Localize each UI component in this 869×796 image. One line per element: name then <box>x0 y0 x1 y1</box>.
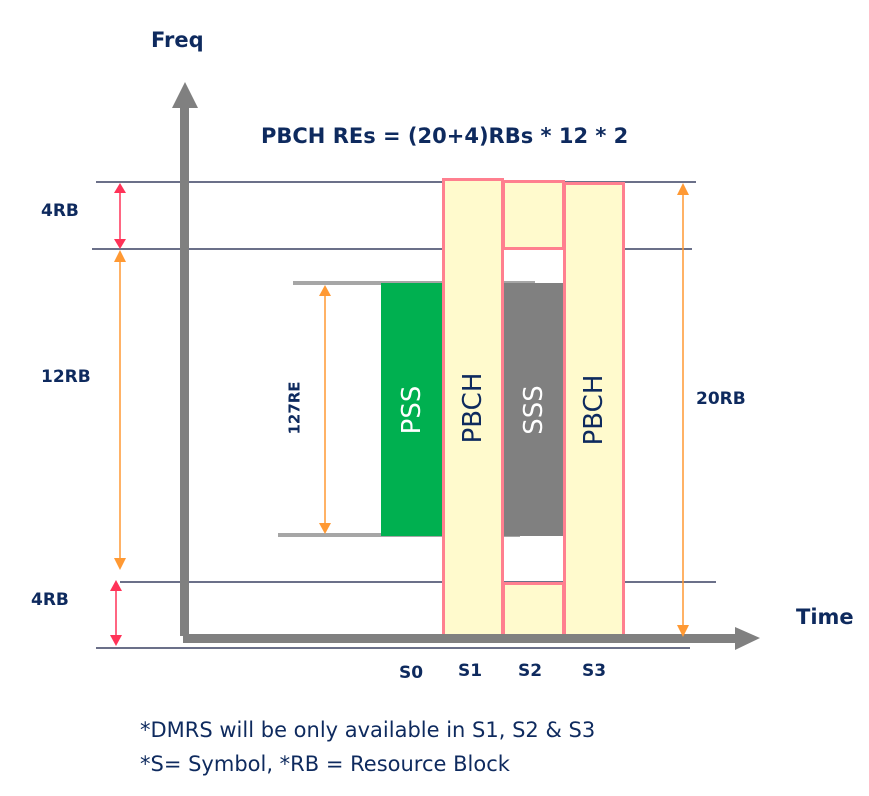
ref-line-bottom <box>96 647 690 649</box>
sss-block: SSS <box>503 283 564 536</box>
pbch-s3-block: PBCH <box>563 182 625 638</box>
12rb-dimension-arrow <box>114 250 126 570</box>
pbch-s1-block: PBCH <box>442 178 504 638</box>
127re-dimension-arrow <box>319 285 331 534</box>
symbol-label-s2: S2 <box>518 661 543 681</box>
freq-axis-label: Freq <box>151 28 204 52</box>
symbol-label-s1: S1 <box>458 661 483 681</box>
20rb-dimension-arrow <box>677 183 689 637</box>
bottom-4rb-label: 4RB <box>31 590 69 610</box>
time-axis-arrow <box>183 627 760 650</box>
ref-line-top <box>96 181 696 183</box>
top-4rb-label: 4RB <box>41 201 79 221</box>
time-axis-label: Time <box>796 605 854 629</box>
symbol-label-s0: S0 <box>399 663 424 683</box>
ref-line-lower <box>120 581 716 583</box>
20rb-label: 20RB <box>696 389 746 409</box>
footnote-dmrs: *DMRS will be only available in S1, S2 &… <box>140 718 596 742</box>
footnote-abbreviations: *S= Symbol, *RB = Resource Block <box>140 752 510 776</box>
ref-line-upper <box>92 248 692 250</box>
bottom-4rb-dimension-arrow <box>110 580 122 646</box>
freq-axis-arrow <box>172 82 198 636</box>
pss-block: PSS <box>381 283 443 536</box>
12rb-label: 12RB <box>41 367 91 387</box>
symbol-label-s3: S3 <box>582 661 607 681</box>
diagram-title: PBCH REs = (20+4)RBs * 12 * 2 <box>261 124 629 148</box>
top-4rb-dimension-arrow <box>114 183 126 249</box>
127re-label: 127RE <box>285 381 304 435</box>
